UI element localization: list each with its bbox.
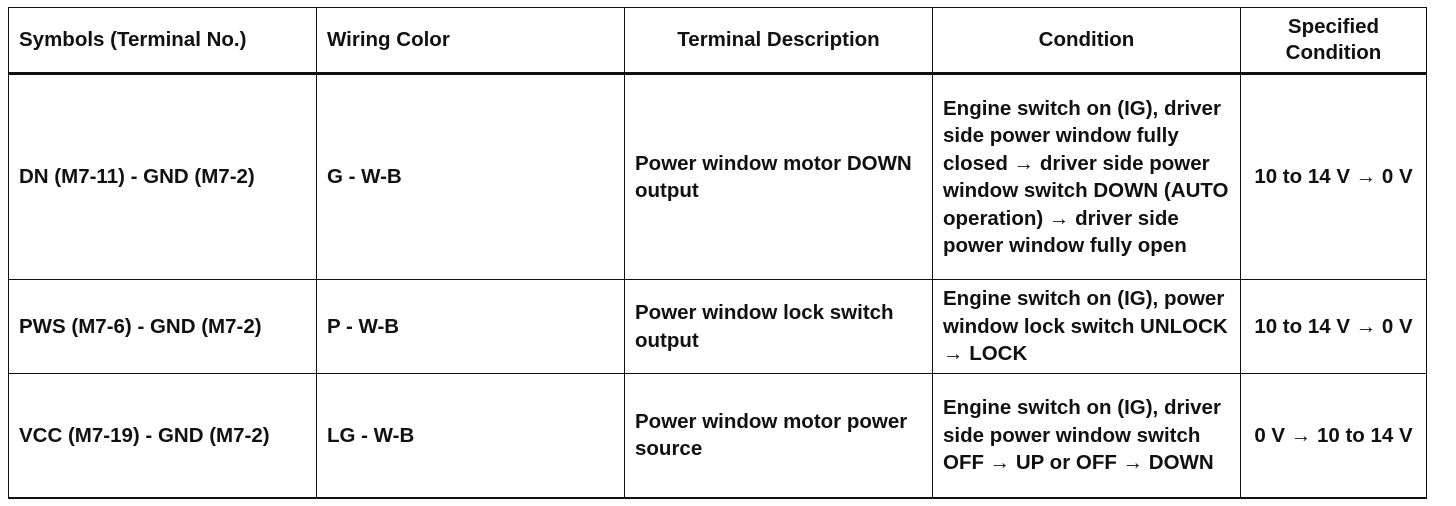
cell-description: Power window motor power source xyxy=(624,373,933,499)
table-row: PWS (M7-6) - GND (M7-2) P - W-B Power wi… xyxy=(8,279,1427,374)
table-row: VCC (M7-19) - GND (M7-2) LG - W-B Power … xyxy=(8,373,1427,499)
header-row: Symbols (Terminal No.) Wiring Color Term… xyxy=(8,7,1427,75)
table-row: DN (M7-11) - GND (M7-2) G - W-B Power wi… xyxy=(8,73,1427,280)
header-condition: Condition xyxy=(932,7,1241,75)
terminal-spec-table: Symbols (Terminal No.) Wiring Color Term… xyxy=(8,7,1427,499)
cell-description: Power window motor DOWN output xyxy=(624,73,933,280)
cell-symbol: PWS (M7-6) - GND (M7-2) xyxy=(8,279,317,374)
header-specified-condition: Specified Condition xyxy=(1240,7,1427,75)
cell-condition: Engine switch on (IG), driver side power… xyxy=(932,73,1241,280)
cell-specified-condition: 10 to 14 V → 0 V xyxy=(1240,73,1427,280)
cell-condition: Engine switch on (IG), power window lock… xyxy=(932,279,1241,374)
cell-wiring-color: LG - W-B xyxy=(316,373,625,499)
cell-condition: Engine switch on (IG), driver side power… xyxy=(932,373,1241,499)
cell-description: Power window lock switch output xyxy=(624,279,933,374)
cell-wiring-color: P - W-B xyxy=(316,279,625,374)
cell-symbol: VCC (M7-19) - GND (M7-2) xyxy=(8,373,317,499)
header-symbols: Symbols (Terminal No.) xyxy=(8,7,317,75)
header-terminal-description: Terminal Description xyxy=(624,7,933,75)
header-wiring-color: Wiring Color xyxy=(316,7,625,75)
cell-symbol: DN (M7-11) - GND (M7-2) xyxy=(8,73,317,280)
cell-wiring-color: G - W-B xyxy=(316,73,625,280)
cell-specified-condition: 10 to 14 V → 0 V xyxy=(1240,279,1427,374)
cell-specified-condition: 0 V → 10 to 14 V xyxy=(1240,373,1427,499)
